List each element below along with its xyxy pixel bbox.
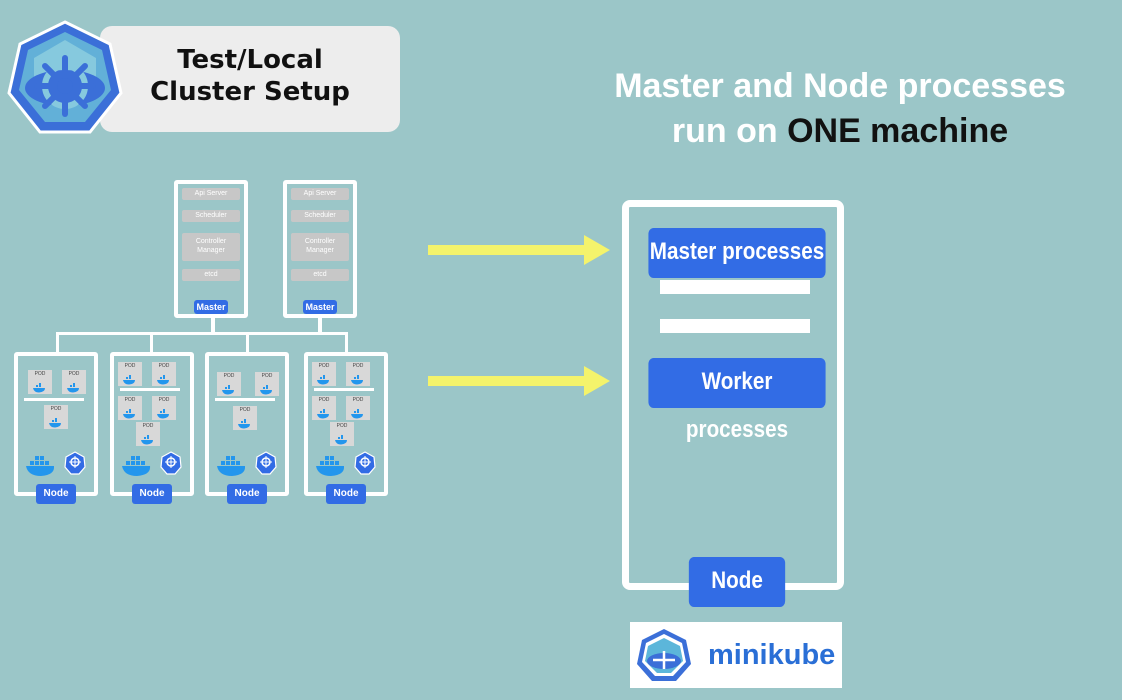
divider-bar [24, 398, 84, 401]
master-row: Scheduler [291, 210, 349, 222]
pod-label: POD [223, 373, 235, 379]
master-row: Api Server [182, 188, 240, 200]
arrow-right-icon [428, 235, 610, 265]
pod-label: POD [124, 397, 136, 403]
master-row: Api Server [291, 188, 349, 200]
pod-label: POD [261, 373, 273, 379]
docker-icon [26, 455, 58, 477]
pod-label: POD [124, 363, 136, 369]
docker-icon [260, 382, 274, 395]
kubelet-icon [255, 451, 277, 475]
pod-label: POD [239, 407, 251, 413]
divider-bar [120, 388, 180, 391]
master-box [174, 180, 248, 318]
pod-label: POD [34, 371, 46, 377]
arrow-right-icon [428, 366, 610, 396]
heading-line-2: run on ONE machine [520, 109, 1122, 154]
worker-processes-label: Worker processes [648, 358, 826, 443]
docker-icon [49, 415, 63, 428]
title-line-1: Test/Local [177, 45, 323, 75]
connector-line [345, 332, 348, 354]
divider-bar [314, 388, 374, 391]
heading: Master and Node processes run on ONE mac… [520, 64, 1122, 154]
node-label: Node [36, 484, 76, 504]
heading-line-2-prefix: run on [671, 112, 788, 150]
docker-icon [351, 372, 365, 385]
connector-line [56, 332, 59, 354]
docker-icon [351, 406, 365, 419]
master-label: Master [194, 300, 228, 314]
title-line-2: Cluster Setup [150, 77, 350, 107]
docker-icon [217, 455, 249, 477]
title-text: Test/Local Cluster Setup [100, 44, 400, 108]
title-card [100, 26, 400, 132]
docker-icon [33, 380, 47, 393]
docker-icon [316, 455, 348, 477]
docker-icon [123, 372, 137, 385]
pod-label: POD [318, 363, 330, 369]
master-row: etcd [291, 269, 349, 281]
master-row: Controller Manager [291, 233, 349, 261]
pod-label: POD [336, 423, 348, 429]
divider-bar [215, 398, 275, 401]
pod-label: POD [158, 397, 170, 403]
divider-bar [660, 280, 810, 294]
connector-line [150, 332, 153, 354]
docker-icon [157, 372, 171, 385]
master-row: Scheduler [182, 210, 240, 222]
kubelet-icon [160, 451, 182, 475]
node-label: Node [132, 484, 172, 504]
pod-label: POD [50, 406, 62, 412]
connector-line [246, 332, 249, 354]
pod-label: POD [318, 397, 330, 403]
connector-line [318, 316, 322, 334]
docker-icon [317, 406, 331, 419]
node-label: Node [688, 557, 786, 607]
node-label: Node [227, 484, 267, 504]
pod-label: POD [68, 371, 80, 377]
master-row: Controller Manager [182, 233, 240, 261]
docker-icon [222, 382, 236, 395]
docker-icon [122, 455, 154, 477]
connector-line [211, 316, 215, 334]
node-label: Node [326, 484, 366, 504]
pod-label: POD [142, 423, 154, 429]
kubelet-icon [64, 451, 86, 475]
master-box [283, 180, 357, 318]
minikube-wordmark: minikube [708, 639, 836, 671]
docker-icon [141, 432, 155, 445]
docker-icon [67, 380, 81, 393]
pod-label: POD [352, 363, 364, 369]
heading-emphasis: ONE machine [787, 112, 1009, 150]
docker-icon [123, 406, 137, 419]
minikube-logo-icon [637, 629, 691, 681]
kubelet-icon [354, 451, 376, 475]
docker-icon [157, 406, 171, 419]
pod-label: POD [158, 363, 170, 369]
pod-label: POD [352, 397, 364, 403]
docker-icon [335, 432, 349, 445]
divider-bar [660, 319, 810, 333]
docker-icon [238, 416, 252, 429]
heading-line-1: Master and Node processes [614, 67, 1066, 105]
master-label: Master [303, 300, 337, 314]
kubernetes-logo-icon [7, 20, 123, 134]
docker-icon [317, 372, 331, 385]
connector-line [56, 332, 348, 335]
master-processes-label: Master processes [648, 228, 826, 278]
master-row: etcd [182, 269, 240, 281]
